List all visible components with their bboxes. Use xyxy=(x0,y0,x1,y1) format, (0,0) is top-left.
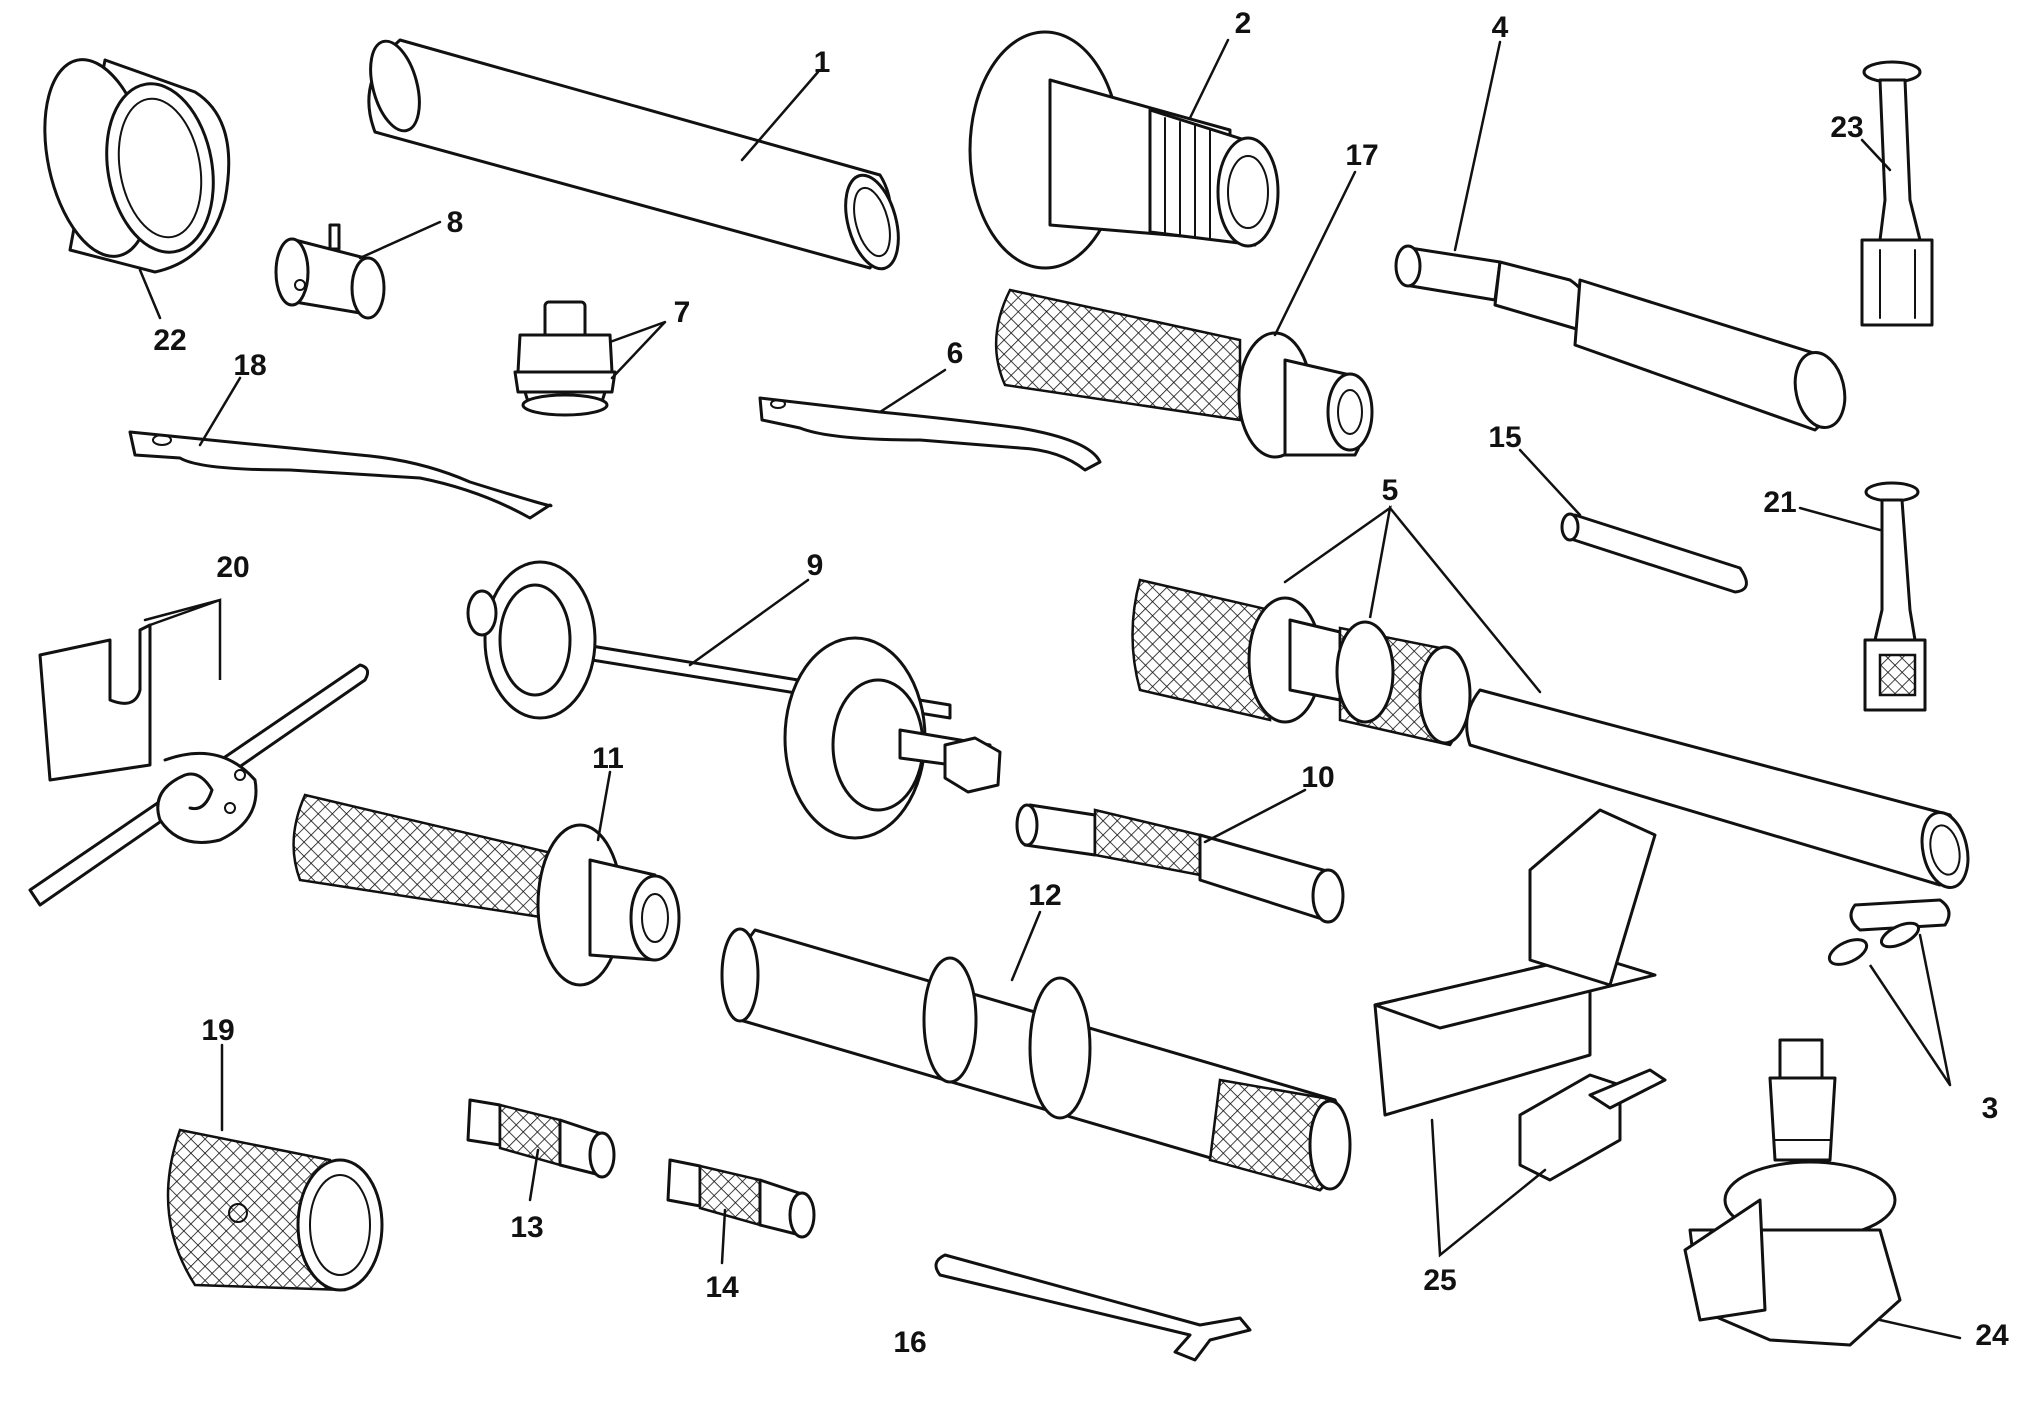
callout-9: 9 xyxy=(807,549,824,582)
leader-9 xyxy=(688,578,810,667)
tool-14-small-drift xyxy=(666,1158,816,1239)
callout-labels: 1 2 3 4 5 6 7 8 9 10 11 12 13 14 15 16 1… xyxy=(153,7,2009,1359)
tool-1-long-tube xyxy=(367,38,900,271)
callout-7: 7 xyxy=(674,296,691,329)
callout-22: 22 xyxy=(153,324,186,357)
callout-12: 12 xyxy=(1028,879,1061,912)
leader-10 xyxy=(1203,788,1307,844)
leader-18 xyxy=(198,376,242,447)
callout-17: 17 xyxy=(1345,139,1378,172)
tool-8-collar xyxy=(274,223,386,320)
leader-1 xyxy=(740,70,820,162)
tool-22-ring-sleeve xyxy=(43,58,231,274)
tool-11-knurled-drift xyxy=(292,793,681,987)
callout-3: 3 xyxy=(1982,1092,1999,1125)
tool-18-hook-spanner xyxy=(128,430,553,520)
tool-23-valve-tool xyxy=(1860,60,1934,327)
tool-4-pin-punch xyxy=(1394,244,1847,432)
tool-13-small-drift xyxy=(466,1098,616,1179)
callout-23: 23 xyxy=(1830,111,1863,144)
leader-20 xyxy=(143,598,222,680)
leader-23 xyxy=(1860,138,1892,172)
tool-3-clip-set xyxy=(1827,898,1951,966)
leader-2 xyxy=(1188,38,1230,120)
callout-10: 10 xyxy=(1301,761,1334,794)
leader-3 xyxy=(1868,933,1952,1087)
callout-15: 15 xyxy=(1488,421,1521,454)
leader-15 xyxy=(1518,448,1582,517)
tool-25-case-and-tool xyxy=(1373,808,1667,1182)
callout-14: 14 xyxy=(705,1271,739,1304)
leader-13 xyxy=(528,1148,540,1202)
leader-22 xyxy=(138,268,162,320)
leader-21 xyxy=(1798,506,1882,532)
tool-5-bearing-driver-set xyxy=(1131,578,1970,889)
callout-24: 24 xyxy=(1975,1319,2009,1352)
tool-7-adapter xyxy=(513,300,617,417)
callout-5: 5 xyxy=(1382,474,1399,507)
tool-19-knurled-sleeve xyxy=(166,1128,384,1292)
tool-24-press-tool xyxy=(1683,1038,1902,1347)
callout-16: 16 xyxy=(893,1326,926,1359)
leader-12 xyxy=(1010,910,1042,982)
callout-19: 19 xyxy=(201,1014,234,1047)
callout-21: 21 xyxy=(1763,486,1796,519)
callout-18: 18 xyxy=(233,349,266,382)
leader-14 xyxy=(720,1208,727,1265)
leader-24 xyxy=(1878,1318,1962,1340)
tool-9-slide-hammer xyxy=(466,560,1002,840)
tool-15-small-pin xyxy=(1560,512,1748,594)
callout-20: 20 xyxy=(216,551,249,584)
callout-4: 4 xyxy=(1492,11,1509,44)
leader-4 xyxy=(1453,40,1502,252)
tool-20-gauge-and-clamp xyxy=(28,623,370,907)
callout-11: 11 xyxy=(592,742,624,775)
tool-10-drift-punch xyxy=(1015,803,1345,924)
callout-13: 13 xyxy=(510,1211,543,1244)
leader-5 xyxy=(1283,505,1542,694)
callout-8: 8 xyxy=(447,206,464,239)
leader-25 xyxy=(1430,1118,1547,1258)
callout-1: 1 xyxy=(814,46,831,79)
leader-17 xyxy=(1273,170,1357,337)
tool-2-large-adapter xyxy=(968,30,1280,270)
callout-2: 2 xyxy=(1235,7,1252,40)
tool-16-spanner xyxy=(934,1253,1252,1362)
tool-6-hook-spanner xyxy=(758,396,1102,472)
leader-11 xyxy=(596,770,612,842)
leader-lines xyxy=(138,38,1962,1340)
tool-21-valve-tool xyxy=(1863,481,1927,712)
callout-25: 25 xyxy=(1423,1264,1456,1297)
tool-17-knurled-drift xyxy=(994,288,1374,459)
callout-6: 6 xyxy=(947,337,964,370)
leader-8 xyxy=(358,220,442,260)
leader-6 xyxy=(878,368,947,414)
tool-12-handle-drift xyxy=(720,927,1352,1192)
leader-7 xyxy=(609,320,667,380)
